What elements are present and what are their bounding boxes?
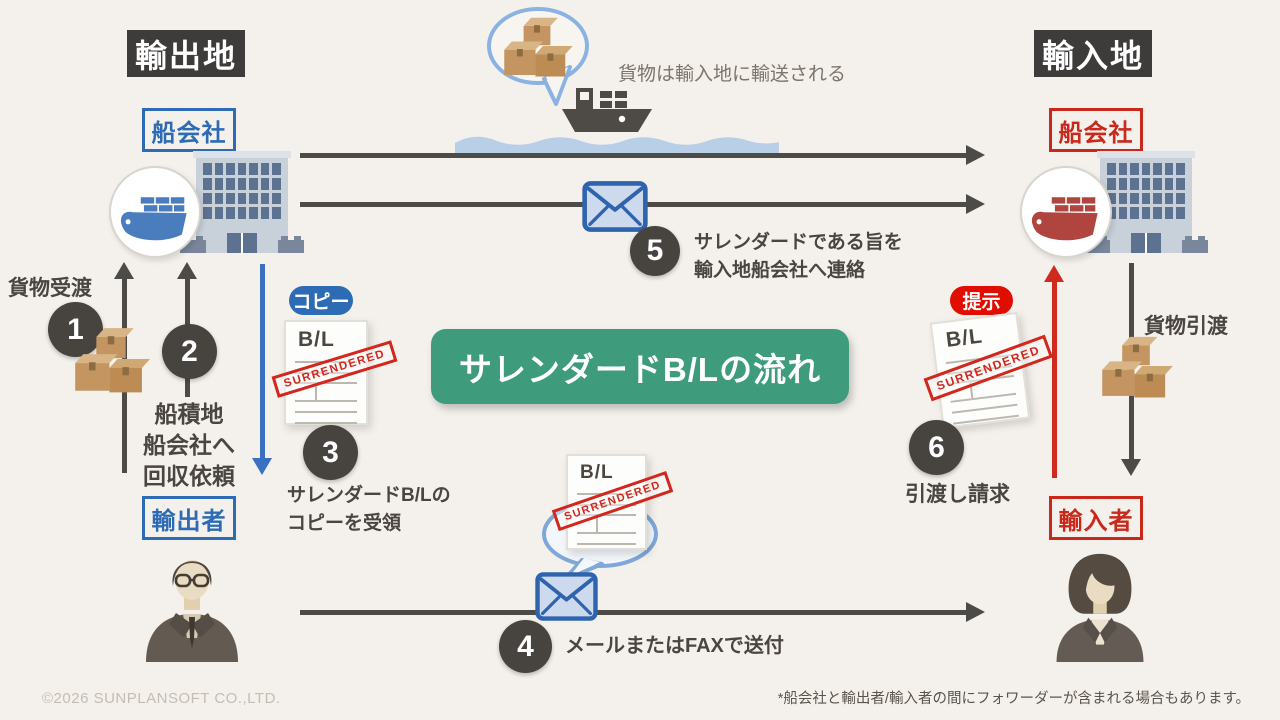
- export-ship-icon: [109, 166, 201, 258]
- doc-line: [953, 414, 1019, 425]
- arrow-mail-fax-head: [966, 602, 985, 622]
- import-ship-company-building: [1084, 151, 1208, 253]
- doc-line: [295, 361, 357, 363]
- arrow-cargo-delivery-head: [1121, 459, 1141, 476]
- copy-badge: コピー: [289, 286, 353, 315]
- step-4-text: メールまたはFAXで送付: [565, 635, 784, 657]
- export-ship-company-building: [180, 151, 304, 253]
- bl-document-sent: B/L SURRENDERED: [551, 454, 674, 550]
- copyright-text: ©2026 SUNPLANSOFT CO.,LTD.: [42, 690, 281, 707]
- arrow-copy-down-line: [260, 264, 265, 460]
- step-circle-4: 4: [499, 620, 552, 673]
- ship-transport-caption: 貨物は輸入地に輸送される: [618, 64, 847, 85]
- step-5-line1: サレンダードである旨を: [694, 232, 903, 253]
- bl-doc-title: B/L: [580, 462, 614, 483]
- present-badge: 提示: [950, 286, 1013, 315]
- envelope-icon-mail: [535, 571, 598, 622]
- arrow-collect-request-head: [177, 262, 197, 279]
- step-6-text: 引渡し請求: [905, 483, 1010, 506]
- building-planter-right: [1182, 236, 1208, 253]
- step-3-text: サレンダードB/Lの コピーを受領: [287, 482, 451, 538]
- step-2-text: 船積地 船会社へ 回収依頼: [128, 399, 250, 492]
- doc-line: [295, 411, 357, 413]
- import-ship-icon: [1020, 166, 1112, 258]
- arrow-claim-up-head: [1044, 265, 1064, 282]
- building-windows: [203, 163, 281, 219]
- step-circle-2: 2: [162, 324, 217, 379]
- diagram-title: サレンダードB/Lの流れ: [431, 329, 849, 404]
- doc-line: [577, 504, 636, 506]
- export-region-badge: 輸出地: [127, 30, 245, 77]
- bl-doc-title: B/L: [298, 328, 335, 351]
- bl-document-present: B/L SURRENDERED: [923, 312, 1054, 429]
- arrow-ship-transport-head: [966, 145, 985, 165]
- step-3-line1: サレンダードB/Lの: [287, 485, 451, 506]
- footnote-text: *船会社と輸出者/輸入者の間にフォワーダーが含まれる場合もあります。: [777, 691, 1250, 707]
- step-2-line1: 船積地: [154, 401, 224, 427]
- building-roof: [193, 151, 291, 158]
- building-planter-right: [278, 236, 304, 253]
- doc-table: [577, 514, 636, 534]
- doc-table: [295, 382, 357, 402]
- step-circle-3: 3: [303, 425, 358, 480]
- cargo-boxes-icon-export: [70, 324, 152, 393]
- step-1-label: 貨物受渡: [8, 277, 92, 300]
- step-5-line2: 輸入地船会社へ連絡: [694, 260, 866, 281]
- importer-person-icon: [1050, 550, 1150, 662]
- step-5-text: サレンダードである旨を 輸入地船会社へ連絡: [694, 229, 903, 285]
- doc-line: [577, 543, 636, 545]
- bl-document-copy: B/L SURRENDERED: [271, 320, 398, 425]
- building-windows: [1107, 163, 1185, 219]
- doc-line: [951, 403, 1018, 414]
- step-circle-6: 6: [909, 420, 964, 475]
- doc-line: [295, 422, 357, 424]
- doc-line: [577, 493, 636, 495]
- arrow-claim-up-line: [1052, 280, 1057, 478]
- step-2-line2: 船会社へ: [143, 432, 235, 458]
- cargo-delivery-label: 貨物引渡: [1144, 315, 1228, 338]
- building-door: [1131, 233, 1161, 253]
- arrow-ship-transport-line: [300, 153, 968, 158]
- arrow-notify-head: [966, 194, 985, 214]
- arrow-copy-down-head: [252, 458, 272, 475]
- building-door: [227, 233, 257, 253]
- sea-water: [455, 131, 779, 158]
- exporter-person-icon: [139, 544, 245, 662]
- step-circle-5: 5: [630, 226, 680, 276]
- arrow-cargo-handover-head: [114, 262, 134, 279]
- step-circle-1: 1: [48, 302, 103, 357]
- importer-label: 輸入者: [1049, 496, 1143, 540]
- arrow-mail-fax-line: [300, 610, 968, 615]
- cargo-boxes-icon-import: [1096, 333, 1176, 398]
- envelope-icon-notify: [582, 180, 648, 233]
- step-3-line2: コピーを受領: [287, 513, 402, 534]
- cargo-ship-icon: [556, 82, 656, 134]
- import-region-badge: 輸入地: [1034, 30, 1152, 77]
- building-roof: [1097, 151, 1195, 158]
- exporter-label: 輸出者: [142, 496, 236, 540]
- step-2-line3: 回収依頼: [143, 463, 235, 489]
- doc-line: [295, 372, 357, 374]
- ship-company-label-export: 船会社: [142, 108, 236, 152]
- cargo-boxes-icon-bubble: [499, 14, 575, 77]
- ship-company-label-import: 船会社: [1049, 108, 1143, 152]
